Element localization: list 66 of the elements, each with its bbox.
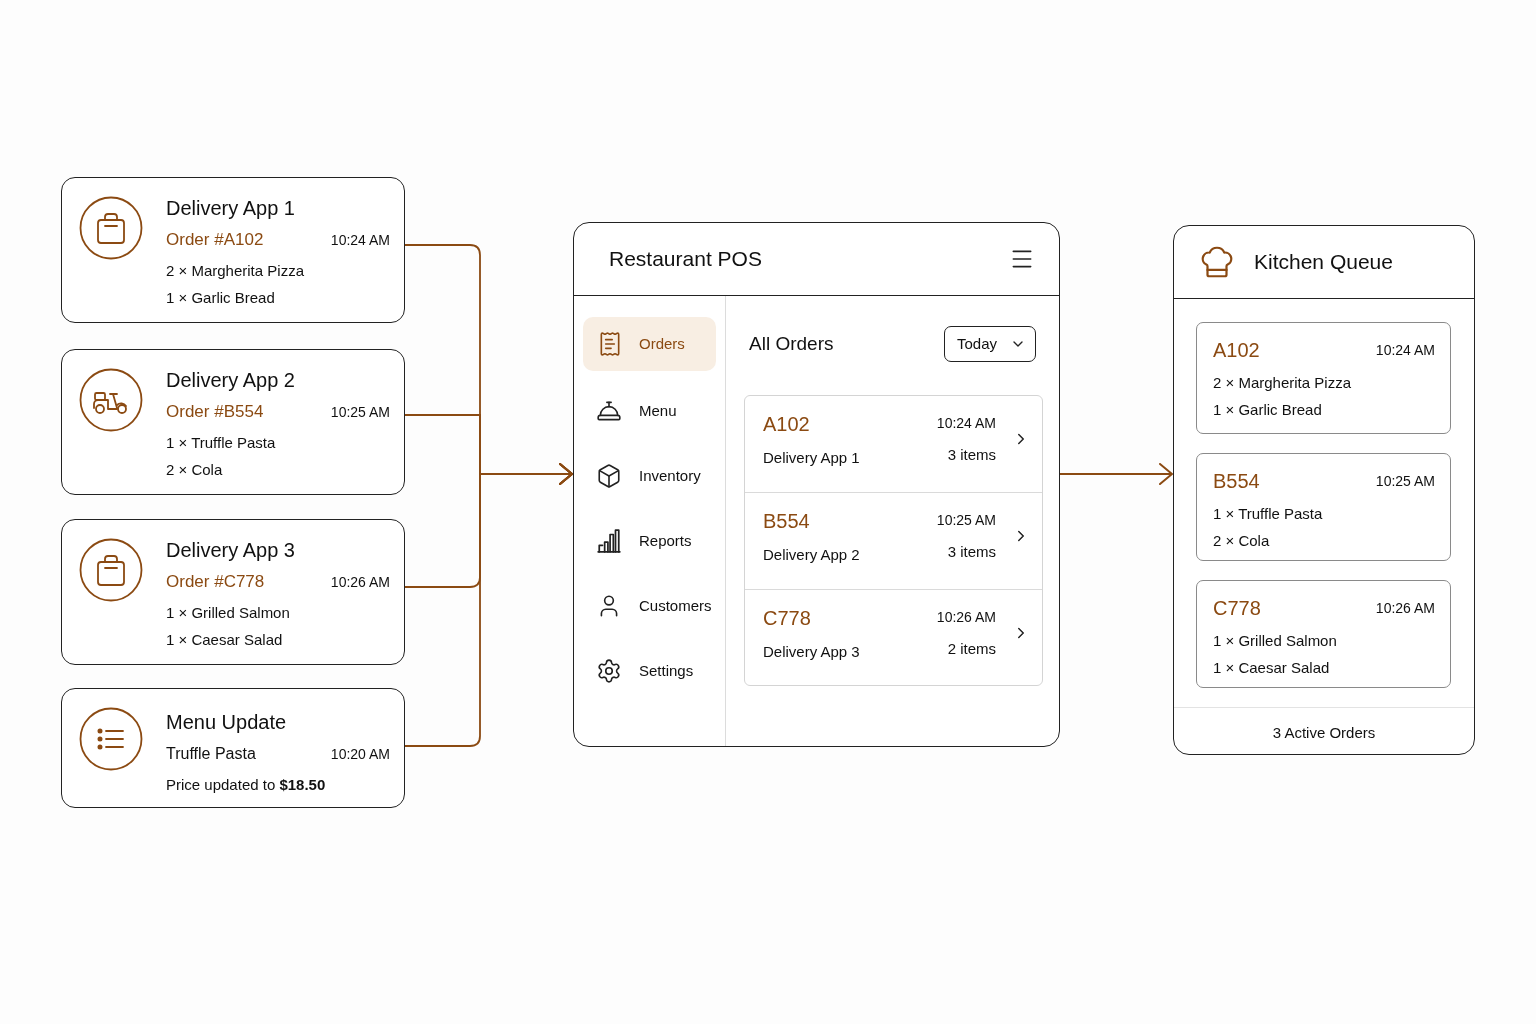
item-line: 1 × Grilled Salmon — [166, 603, 290, 623]
item-line: 1 × Grilled Salmon — [1213, 631, 1337, 651]
timestamp: 10:24 AM — [1375, 341, 1435, 360]
connector-arrow — [404, 463, 573, 747]
message-card — [61, 177, 405, 323]
connector-arrow — [1059, 463, 1173, 485]
item-line: 2 × Margherita Pizza — [1213, 373, 1351, 393]
item-count: 2 items — [947, 639, 996, 659]
item-line: 1 × Truffle Pasta — [166, 433, 276, 453]
ticket-card — [1196, 453, 1451, 561]
item-name: Truffle Pasta — [166, 744, 256, 764]
nav-label: Menu — [639, 401, 677, 421]
source-name: Delivery App 2 — [763, 545, 860, 565]
order-number: Order #C778 — [166, 571, 265, 593]
price-note: Price updated to $18.50 — [166, 775, 326, 795]
timestamp: 10:25 AM — [936, 511, 996, 530]
ticket-card — [1196, 322, 1451, 434]
order-id: A102 — [1213, 338, 1260, 363]
order-list — [744, 395, 1043, 686]
card-title: Delivery App 1 — [166, 196, 296, 221]
nav-label: Reports — [639, 531, 692, 551]
item-line: 2 × Cola — [1213, 531, 1270, 551]
card-title: Delivery App 2 — [166, 368, 296, 393]
timestamp: 10:26 AM — [330, 573, 390, 592]
order-count: 3 Active Orders — [1272, 723, 1376, 743]
item-line: 1 × Caesar Salad — [166, 630, 283, 650]
order-id: B554 — [1213, 469, 1260, 494]
item-line: 1 × Garlic Bread — [166, 288, 275, 308]
nav-label: Settings — [639, 661, 694, 681]
card-title: Delivery App 3 — [166, 538, 296, 563]
item-count: 3 items — [947, 542, 996, 562]
order-id: C778 — [1213, 596, 1261, 621]
order-number: Order #A102 — [166, 229, 264, 251]
card-title: Menu Update — [166, 710, 288, 735]
item-line: 2 × Cola — [166, 460, 223, 480]
timestamp: 10:26 AM — [1375, 599, 1435, 618]
order-id: A102 — [763, 412, 810, 437]
nav-label: Inventory — [639, 466, 701, 486]
order-id: B554 — [763, 509, 810, 534]
item-line: 1 × Garlic Bread — [1213, 400, 1322, 420]
ticket-card — [1196, 580, 1451, 688]
item-count: 3 items — [947, 445, 996, 465]
item-line: 1 × Truffle Pasta — [1213, 504, 1323, 524]
window-title: Restaurant POS — [609, 246, 762, 272]
timestamp: 10:24 AM — [936, 414, 996, 433]
active-nav-tab: Orders — [583, 317, 716, 371]
message-card — [61, 349, 405, 495]
timestamp: 10:25 AM — [1375, 472, 1435, 491]
date-dropdown: Today — [944, 326, 1036, 362]
item-line: 1 × Caesar Salad — [1213, 658, 1330, 678]
order-id: C778 — [763, 606, 811, 631]
source-name: Delivery App 1 — [763, 448, 860, 468]
section-heading: All Orders — [749, 332, 834, 356]
source-name: Delivery App 3 — [763, 642, 860, 662]
order-number: Order #B554 — [166, 401, 264, 423]
item-line: 2 × Margherita Pizza — [166, 261, 304, 281]
message-card — [61, 519, 405, 665]
nav-label: Customers — [639, 596, 712, 616]
pos-window — [573, 222, 1060, 747]
timestamp: 10:25 AM — [330, 403, 390, 422]
kitchen-panel — [1173, 225, 1475, 755]
panel-title: Kitchen Queue — [1254, 249, 1393, 275]
timestamp: 10:26 AM — [936, 608, 996, 627]
message-card — [61, 688, 405, 808]
timestamp: 10:20 AM — [330, 745, 390, 764]
timestamp: 10:24 AM — [330, 231, 390, 250]
